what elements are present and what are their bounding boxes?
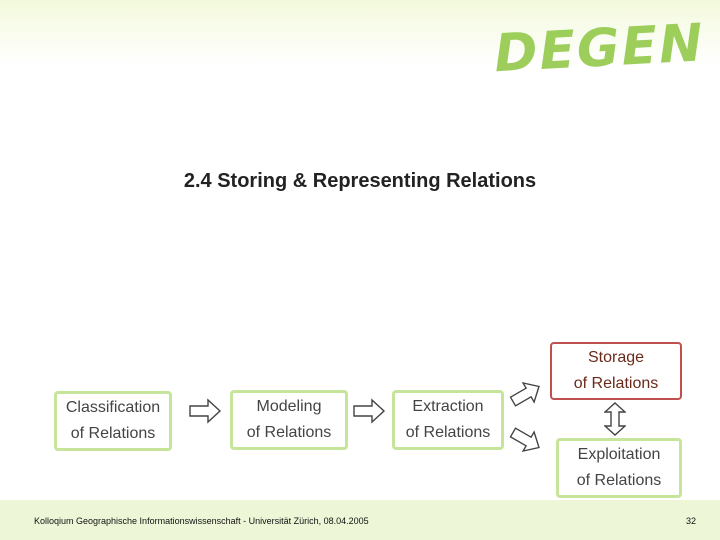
exploitation-label-line1: Exploitation <box>577 446 661 463</box>
up-right-arrow-icon <box>509 381 540 407</box>
classification-label-line2: of Relations <box>70 425 156 442</box>
storage-box: Storage of Relations <box>550 342 682 400</box>
classification-box: Classification of Relations <box>54 391 172 451</box>
modeling-label-line2: of Relations <box>246 424 332 441</box>
modeling-box: Modeling of Relations <box>230 390 348 450</box>
footer-bar <box>0 500 720 540</box>
storage-label-line1: Storage <box>587 349 645 366</box>
degen-logo: DEGEN <box>493 13 706 80</box>
vertical-double-arrow-icon <box>604 402 626 436</box>
right-arrow-icon <box>353 398 386 424</box>
svg-text:DEGEN: DEGEN <box>493 13 706 80</box>
classification-label-line1: Classification <box>65 399 161 416</box>
exploitation-box: Exploitation of Relations <box>556 438 682 498</box>
exploitation-label-line2: of Relations <box>576 472 662 489</box>
extraction-box: Extraction of Relations <box>392 390 504 450</box>
down-right-arrow-icon <box>509 427 540 453</box>
storage-label-line2: of Relations <box>573 375 659 392</box>
right-arrow-icon <box>189 398 222 424</box>
modeling-label-line1: Modeling <box>256 398 322 415</box>
extraction-label-line1: Extraction <box>412 398 484 415</box>
page-number: 32 <box>685 516 696 526</box>
extraction-label-line2: of Relations <box>405 424 491 441</box>
footer-text: Kolloqium Geographische Informationswiss… <box>34 516 369 526</box>
slide-title: 2.4 Storing & Representing Relations <box>183 170 537 192</box>
